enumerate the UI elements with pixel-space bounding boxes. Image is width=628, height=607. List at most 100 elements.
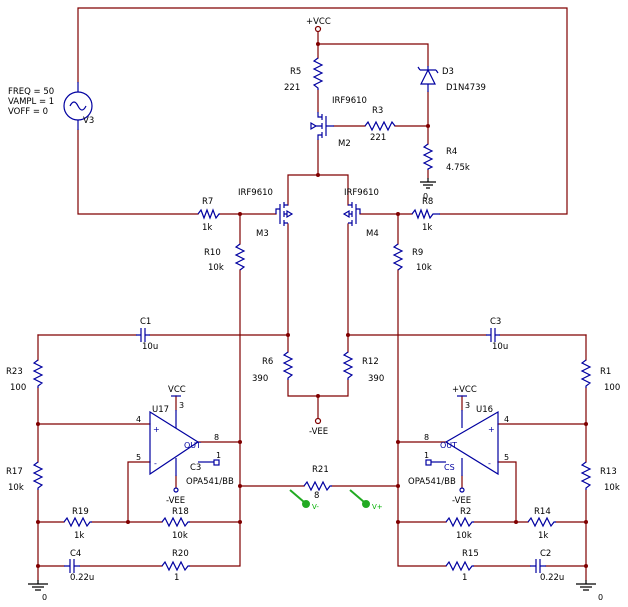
capacitor-c4 xyxy=(64,559,80,573)
mosfet-m4 xyxy=(342,202,361,226)
r21-ref: R21 xyxy=(312,465,329,475)
wire xyxy=(287,223,349,353)
r10-value: 10k xyxy=(208,263,224,273)
voltage-probes xyxy=(289,489,370,508)
opamp-u16 xyxy=(425,395,499,493)
junction xyxy=(584,564,588,568)
r7-ref: R7 xyxy=(202,197,213,207)
resistor-r3 xyxy=(364,120,396,132)
net-ground-r4: 0 xyxy=(423,192,428,201)
probe-tip-right xyxy=(362,500,370,508)
resistor-r19 xyxy=(63,516,92,528)
m4-ref: M4 xyxy=(366,229,379,239)
ground-symbol-r4 xyxy=(420,178,436,189)
junction xyxy=(396,440,400,444)
probe-icon-left xyxy=(289,489,305,503)
resistor-r20 xyxy=(161,560,190,572)
wire xyxy=(287,379,349,419)
junction xyxy=(238,484,242,488)
r19-value: 1k xyxy=(74,531,84,541)
junction xyxy=(238,520,242,524)
junction xyxy=(238,212,242,216)
opamp-triangle xyxy=(149,410,200,476)
r13-value: 10k xyxy=(604,483,620,493)
u16-plus: + xyxy=(488,425,495,434)
zener-body xyxy=(417,66,439,92)
sine-icon xyxy=(69,101,87,111)
c1-ref: C1 xyxy=(140,317,151,327)
u17-value: OPA541/BB xyxy=(186,477,234,487)
probe-tip-left xyxy=(302,500,310,508)
r18-value: 10k xyxy=(172,531,188,541)
resistor-r12 xyxy=(342,351,354,380)
wire xyxy=(77,7,568,215)
resistor-r14 xyxy=(527,516,556,528)
junction xyxy=(396,484,400,488)
resistor-r23 xyxy=(32,359,44,388)
ground-symbol-right xyxy=(576,580,596,591)
resistor-r6 xyxy=(282,351,294,380)
u16-pin1: 1 xyxy=(424,451,429,460)
c2-ref: C2 xyxy=(540,549,551,559)
u17-pin5: 5 xyxy=(136,453,141,462)
r14-value: 1k xyxy=(538,531,548,541)
vee-terminal xyxy=(173,487,179,493)
wire xyxy=(317,31,429,67)
net-ground-left: 0 xyxy=(42,593,47,602)
cs-pin-box xyxy=(213,459,220,466)
net-vee-center: -VEE xyxy=(309,427,328,437)
junction xyxy=(126,520,130,524)
resistor-r21 xyxy=(303,480,332,492)
r21-value: 8 xyxy=(314,491,319,501)
resistor-r17 xyxy=(32,461,44,490)
r14-ref: R14 xyxy=(534,507,551,517)
mosfet-arrow xyxy=(286,209,294,219)
resistor-r2 xyxy=(445,516,474,528)
r4-ref: R4 xyxy=(446,147,457,157)
voltage-source-v3 xyxy=(63,82,93,130)
r2-value: 10k xyxy=(456,531,472,541)
u17-out: OUT xyxy=(184,441,201,450)
u16-value: OPA541/BB xyxy=(408,477,456,487)
net-vcc-u17: VCC xyxy=(168,385,186,395)
mosfet-body xyxy=(275,202,292,226)
r8-value: 1k xyxy=(422,223,432,233)
resistor-r1 xyxy=(580,359,592,388)
d3-value: D1N4739 xyxy=(446,83,486,93)
r1-ref: R1 xyxy=(600,367,611,377)
probe-icon-right xyxy=(349,489,365,503)
junction xyxy=(238,440,242,444)
vee-terminal xyxy=(459,487,465,493)
resistor-r8 xyxy=(411,208,440,220)
net-vee-u17: -VEE xyxy=(166,496,185,506)
u17-cs: C3 xyxy=(190,463,201,473)
c4-ref: C4 xyxy=(70,549,81,559)
wire xyxy=(127,461,151,523)
source-ref: V3 xyxy=(83,116,94,126)
u16-pin4: 4 xyxy=(504,415,509,424)
m3-value: IRF9610 xyxy=(238,188,273,198)
r15-value: 1 xyxy=(462,573,467,583)
m4-value: IRF9610 xyxy=(344,188,379,198)
u17-pin8: 8 xyxy=(214,433,219,442)
u17-pin1: 1 xyxy=(216,451,221,460)
junction xyxy=(316,42,320,46)
resistor-r7 xyxy=(197,208,220,220)
power-symbols xyxy=(28,25,596,591)
junction xyxy=(396,520,400,524)
labels: FREQ = 50 VAMPL = 1 VOFF = 0 V3 +VCC -VE… xyxy=(6,17,620,602)
resistor-r5 xyxy=(312,57,324,90)
resistor-r9 xyxy=(392,243,404,271)
wire xyxy=(239,213,399,523)
junction xyxy=(346,333,350,337)
net-vcc-top: +VCC xyxy=(306,17,331,27)
r19-ref: R19 xyxy=(72,507,89,517)
probe-label-right: V+ xyxy=(372,503,383,511)
wire xyxy=(37,521,241,567)
junction xyxy=(316,394,320,398)
r13-ref: R13 xyxy=(600,467,617,477)
mosfet-m3 xyxy=(275,202,294,226)
resistors xyxy=(32,57,592,572)
r20-value: 1 xyxy=(174,573,179,583)
